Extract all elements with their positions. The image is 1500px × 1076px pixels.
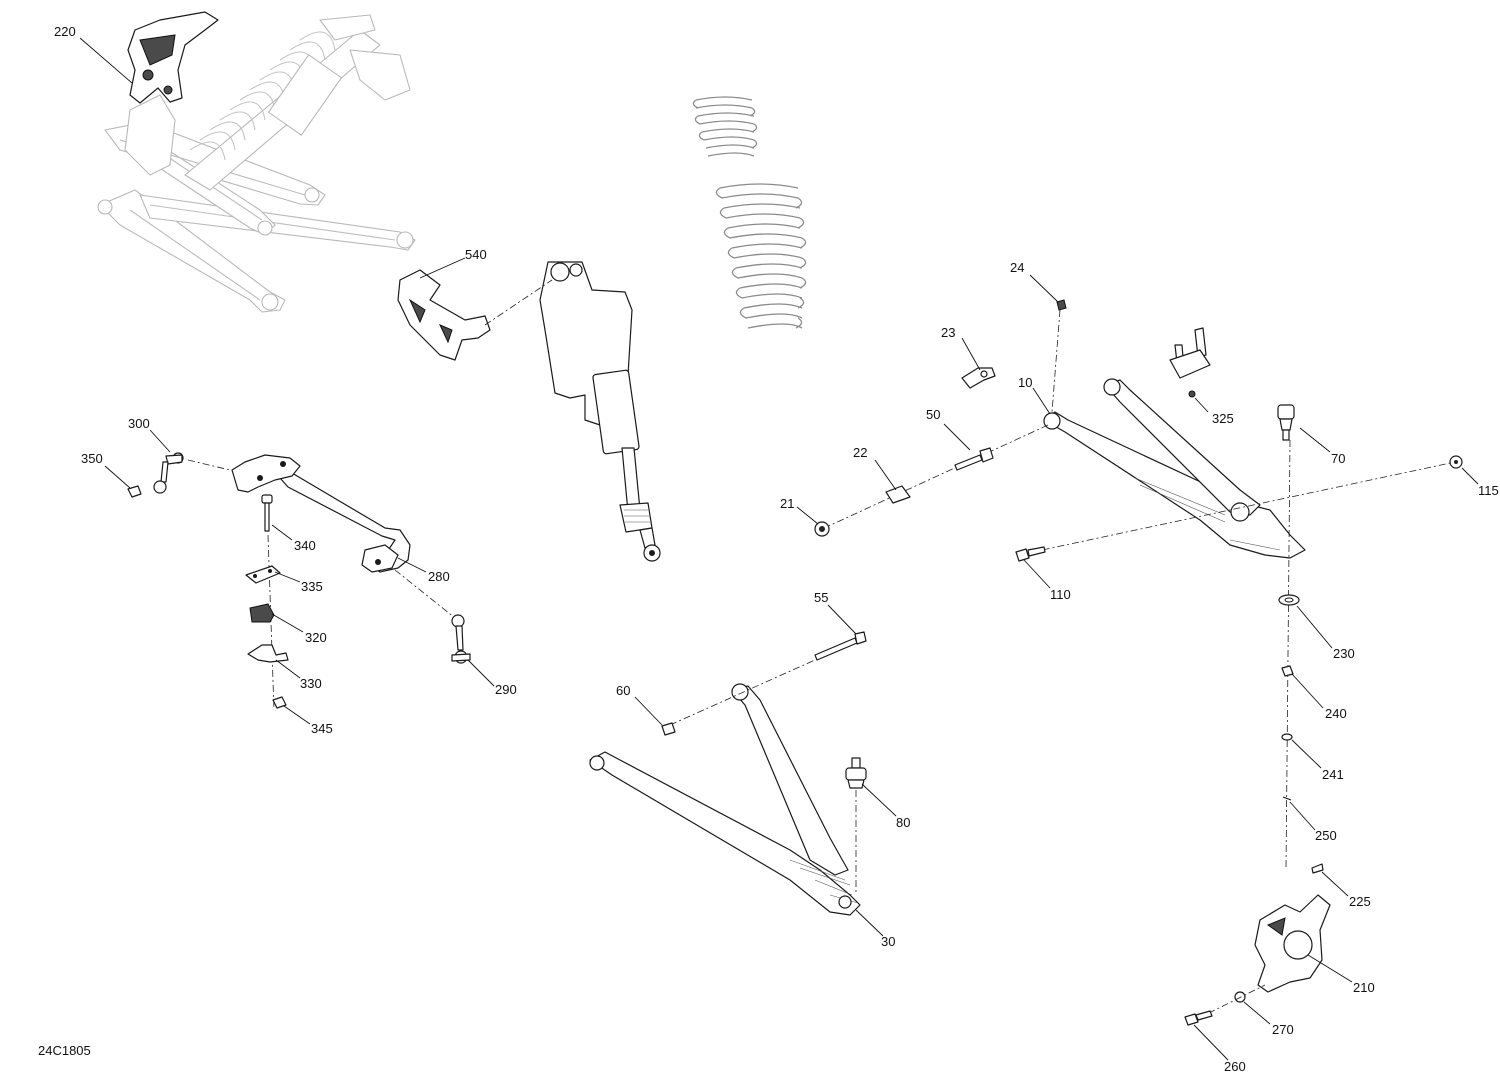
part-540-shock-mount-bracket: [397, 269, 491, 361]
callout-325: 325: [1212, 411, 1234, 426]
callout-225: 225: [1349, 894, 1371, 909]
callout-300: 300: [128, 416, 150, 431]
callout-340: 340: [294, 538, 316, 553]
callout-leaders: [79, 37, 1479, 1061]
part-80-ball-joint: [845, 757, 867, 789]
callout-290: 290: [495, 682, 517, 697]
part-225-clip: [1311, 863, 1324, 874]
callout-24: 24: [1010, 260, 1024, 275]
part-230-washer: [1278, 594, 1300, 606]
part-345-nut: [272, 696, 287, 709]
part-340-bolt: [261, 494, 273, 532]
coil-spring-upper: [692, 96, 758, 157]
part-10-upper-a-arm: [1043, 378, 1306, 559]
part-115-bushing: [1449, 455, 1463, 469]
assembled-suspension-ghost-view: [97, 14, 416, 313]
callout-240: 240: [1325, 706, 1347, 721]
callout-230: 230: [1333, 646, 1355, 661]
callout-55: 55: [814, 590, 828, 605]
part-21-bushing: [814, 521, 830, 537]
part-330-bracket: [247, 644, 289, 663]
callout-210: 210: [1353, 980, 1375, 995]
callout-60: 60: [616, 683, 630, 698]
part-30-lower-a-arm: [589, 683, 861, 916]
callout-30: 30: [881, 934, 895, 949]
part-24-nut: [1056, 299, 1067, 311]
coil-spring-lower: [715, 183, 807, 329]
callout-23: 23: [941, 325, 955, 340]
callout-335: 335: [301, 579, 323, 594]
part-270-nut: [1234, 991, 1246, 1003]
callout-320: 320: [305, 630, 327, 645]
callout-50: 50: [926, 407, 940, 422]
callout-22: 22: [853, 445, 867, 460]
part-290-stabilizer-link: [451, 614, 471, 664]
callout-280: 280: [428, 569, 450, 584]
callout-350: 350: [81, 451, 103, 466]
callout-21: 21: [780, 496, 794, 511]
part-350-nut: [127, 485, 142, 498]
part-55-bolt: [814, 631, 867, 661]
callout-110: 110: [1050, 587, 1071, 602]
callout-labels: 220 540 300 350 340 335 320 330 345 280 …: [54, 24, 1499, 1074]
callout-345: 345: [311, 721, 333, 736]
diagram-reference-code: 24C1805: [38, 1043, 91, 1058]
part-250-cotter-pin: [1282, 796, 1292, 801]
callout-260: 260: [1224, 1059, 1246, 1074]
part-22-sleeve: [885, 485, 911, 504]
part-50-bolt: [954, 447, 994, 471]
part-335-clamp: [245, 565, 281, 584]
callout-270: 270: [1272, 1022, 1294, 1037]
part-110-bolt: [1015, 546, 1046, 562]
callout-115: 115: [1478, 483, 1499, 498]
part-241-washer: [1281, 733, 1293, 741]
part-300-stabilizer-link: [153, 452, 184, 494]
part-260-bolt: [1184, 1010, 1213, 1026]
callout-220: 220: [54, 24, 76, 39]
part-70-ball-joint: [1277, 404, 1295, 441]
shock-absorber: [539, 261, 661, 562]
callout-250: 250: [1315, 828, 1337, 843]
part-320-bushing: [249, 603, 275, 623]
callout-241: 241: [1322, 767, 1344, 782]
part-325-screws: [1169, 327, 1211, 398]
callout-70: 70: [1331, 451, 1345, 466]
part-220-upper-mount-bracket: [127, 11, 219, 104]
callout-10: 10: [1018, 375, 1032, 390]
part-210-steering-knuckle: [1254, 894, 1331, 993]
stabilizer-bar-assembly: [231, 454, 411, 573]
callout-330: 330: [300, 676, 322, 691]
part-60-nut: [661, 722, 676, 736]
part-240-nut: [1281, 665, 1294, 677]
callout-540: 540: [465, 247, 487, 262]
callout-80: 80: [896, 815, 910, 830]
part-23-plate: [961, 367, 996, 389]
